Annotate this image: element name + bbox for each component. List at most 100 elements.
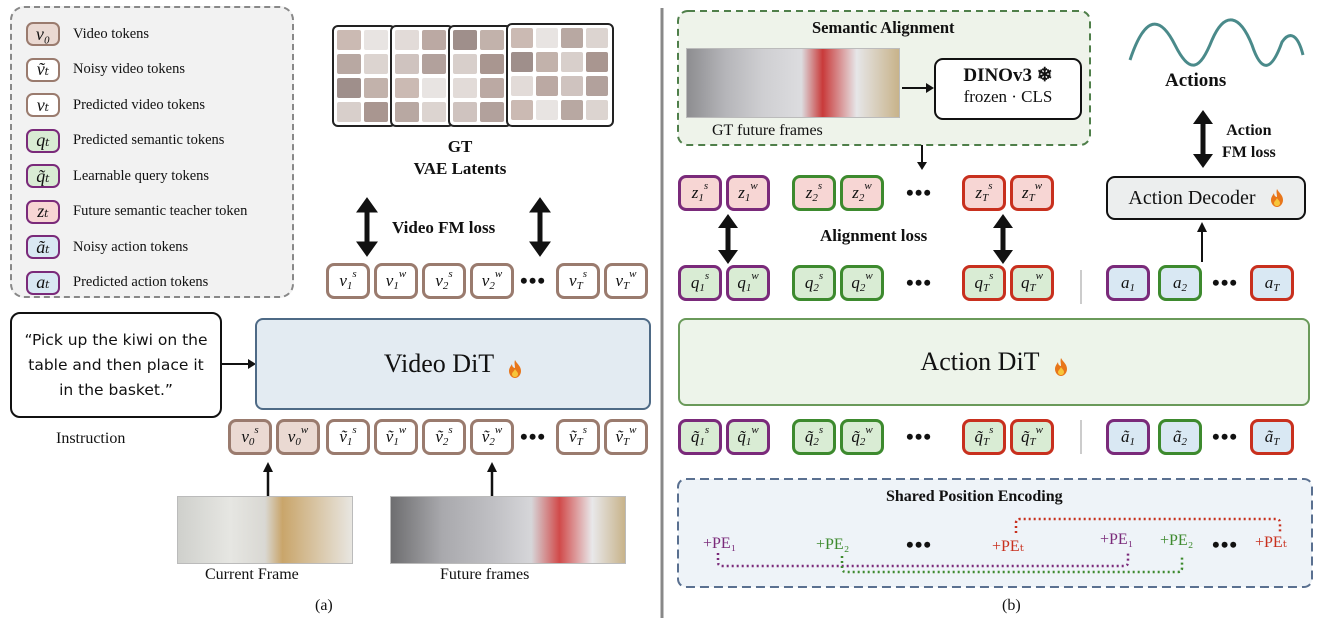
frame-arrows — [263, 462, 497, 496]
dinov3-sub-label: frozen · CLS — [963, 87, 1053, 106]
actions-wave — [1128, 18, 1305, 67]
shared-pe-title: Shared Position Encoding — [886, 488, 1063, 505]
legend-item: zₜ Future semantic teacher token — [26, 198, 247, 226]
dinov3-box: DINOv3 ❄ frozen · CLS — [934, 58, 1082, 120]
ellipsis: ••• — [1212, 424, 1239, 449]
video-fm-loss-arrows — [356, 197, 551, 257]
video-dit-block: Video DiT — [255, 318, 651, 410]
ellipsis: ••• — [1212, 532, 1239, 557]
future-frames-image — [390, 496, 626, 564]
video-fm-loss-label: Video FM loss — [392, 218, 496, 237]
legend-item: qₜ Predicted semantic tokens — [26, 127, 224, 155]
actions-label: Actions — [1165, 70, 1227, 91]
legend-item-label: Noisy video tokens — [73, 61, 185, 77]
action-decoder-box: Action Decoder — [1106, 176, 1306, 220]
legend-token-symbol: v₀ — [26, 22, 60, 46]
legend-item: q̃ₜ Learnable query tokens — [26, 162, 209, 190]
legend-token-symbol: qₜ — [26, 128, 60, 153]
semantic-alignment-title: Semantic Alignment — [812, 18, 955, 37]
legend-item-label: Predicted action tokens — [73, 274, 209, 290]
position-encoding-label: +PE₁ — [703, 535, 737, 552]
legend-item-label: Predicted semantic tokens — [73, 132, 225, 148]
legend-item-label: Video tokens — [73, 25, 150, 42]
legend-token-symbol: q̃ₜ — [26, 164, 60, 188]
ellipsis: ••• — [520, 424, 547, 449]
ellipsis: ••• — [906, 424, 933, 449]
legend-token-symbol: ãₜ — [26, 235, 60, 259]
action-dit-block: Action DiT — [678, 318, 1310, 406]
legend-item-label: Predicted video tokens — [73, 96, 206, 113]
fire-icon — [508, 355, 522, 378]
video-dit-label: Video DiT — [383, 349, 495, 378]
action-dit-label: Action DiT — [920, 347, 1040, 376]
legend-item: vₜ Predicted video tokens — [26, 91, 205, 119]
current-frame-image — [177, 496, 353, 564]
alignment-loss-label: Alignment loss — [820, 226, 928, 245]
panel-a-label: (a) — [315, 597, 333, 614]
instruction-label: Instruction — [56, 430, 126, 447]
gt-future-frames-image — [686, 48, 900, 118]
position-encoding-label: +PE₂ — [816, 536, 850, 553]
shared-pe-box — [677, 478, 1313, 588]
legend-token-symbol: aₜ — [26, 270, 60, 295]
ellipsis: ••• — [906, 180, 933, 205]
position-encoding-label: +PE₂ — [1160, 532, 1194, 549]
legend-item-label: Future semantic teacher token — [73, 203, 248, 219]
legend-token-symbol: vₜ — [26, 93, 60, 117]
gt-vae-label: GT VAE Latents — [413, 137, 507, 178]
ellipsis: ••• — [906, 532, 933, 557]
fire-icon — [1054, 353, 1068, 376]
gt-future-frames-label: GT future frames — [712, 122, 823, 139]
legend-item: v₀ Video tokens — [26, 20, 149, 48]
position-encoding-label: +PEₜ — [1255, 534, 1287, 551]
ellipsis: ••• — [906, 270, 933, 295]
position-encoding-label: +PE₁ — [1100, 531, 1134, 548]
future-frames-label: Future frames — [440, 566, 530, 583]
legend-item-label: Learnable query tokens — [73, 167, 210, 184]
current-frame-label: Current Frame — [205, 566, 299, 583]
dinov3-label: DINOv3 ❄ — [963, 65, 1053, 86]
legend-token-symbol: zₜ — [26, 199, 60, 224]
instruction-bubble: “Pick up the kiwi on the table and then … — [10, 312, 222, 418]
vae-latents-graphic — [332, 23, 614, 127]
instruction-arrow — [222, 359, 256, 369]
